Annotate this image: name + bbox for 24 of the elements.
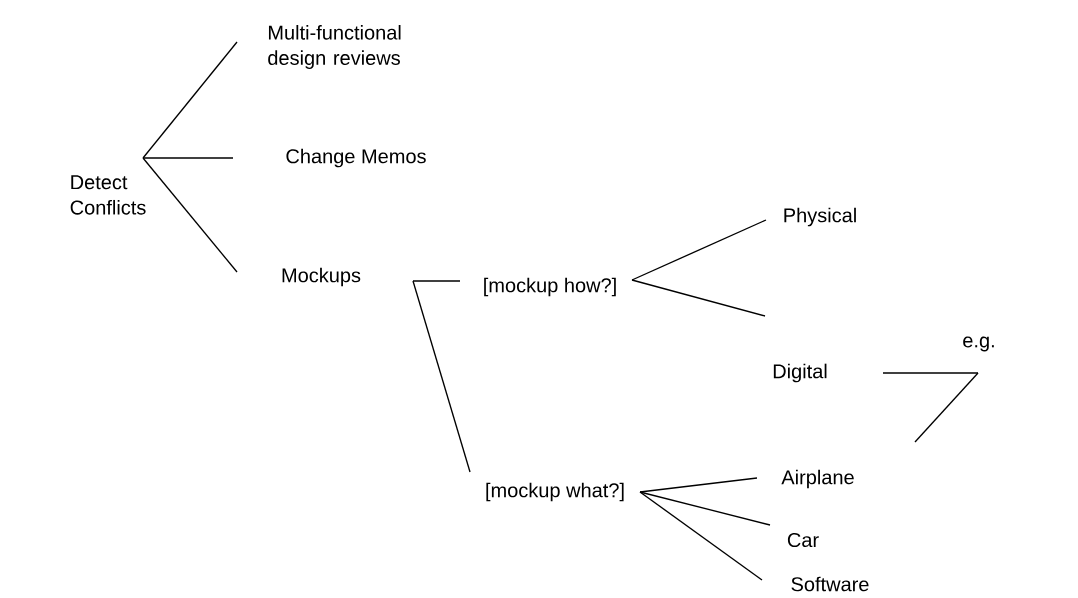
connector-line: [412, 280, 461, 282]
node-label: Digital: [773, 363, 827, 383]
node-label: e.g.: [963, 336, 994, 352]
connector-line: [639, 477, 758, 493]
node-label: Mockups: [282, 267, 361, 287]
connector-line: [639, 491, 771, 526]
node-label: Detect Conflicts: [70, 175, 146, 215]
connector-line: [631, 219, 767, 281]
connector-line: [639, 491, 763, 581]
connector-line: [882, 372, 979, 374]
node-label: Physical: [784, 207, 856, 227]
node-label: [mockup what?]: [486, 482, 624, 502]
node-label: Airplane: [781, 469, 854, 489]
connector-line: [142, 41, 238, 159]
node-label: [mockup how?]: [484, 277, 616, 297]
node-label: Change Memos: [286, 148, 426, 168]
node-label: Car: [787, 532, 819, 548]
connector-line: [142, 157, 234, 159]
connector-line: [142, 157, 238, 273]
connector-line: [631, 279, 766, 317]
node-label: Multi-functional design reviews: [268, 25, 401, 69]
node-label: Software: [791, 576, 869, 592]
connector-line: [412, 280, 471, 473]
connector-line: [914, 372, 979, 443]
